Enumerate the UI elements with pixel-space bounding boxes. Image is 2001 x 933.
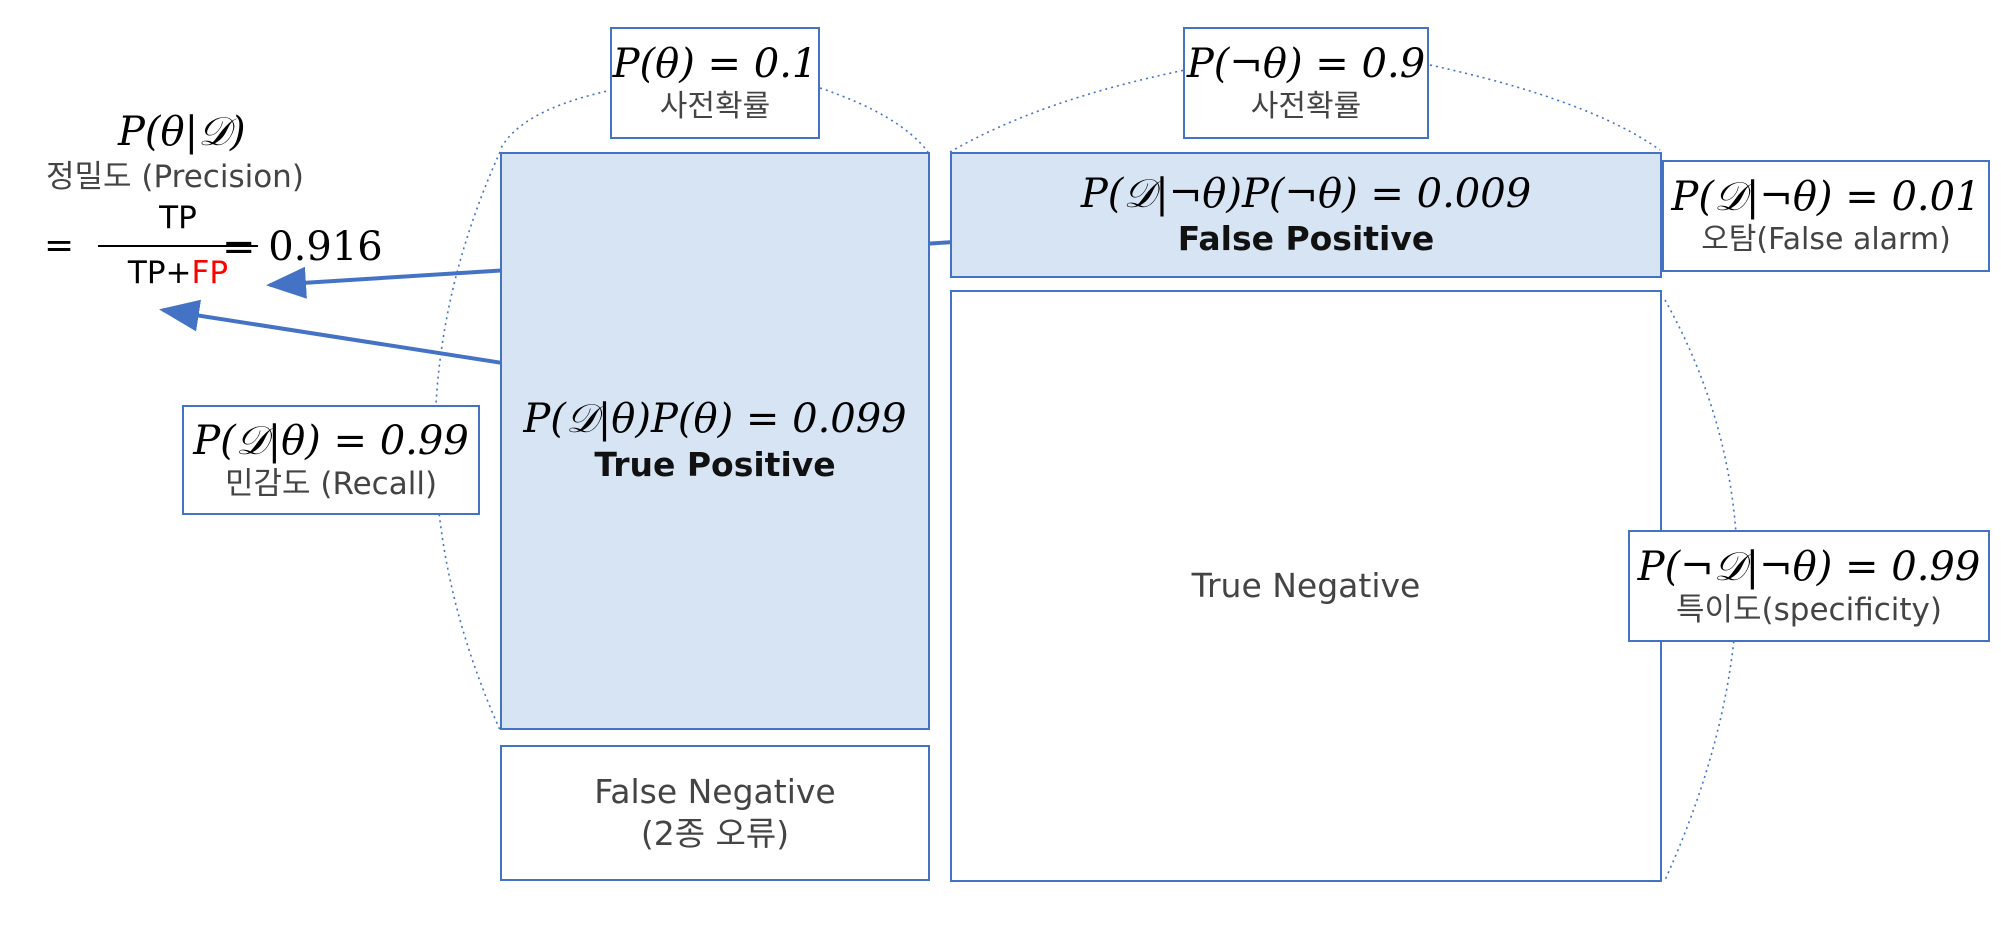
circle-arc-left-upper xyxy=(499,89,613,151)
true-negative-region: True Negative xyxy=(950,290,1662,882)
prior-not-theta-box: P(¬θ) = 0.9 사전확률 xyxy=(1183,27,1429,139)
precision-result: = 0.916 xyxy=(222,224,383,270)
prior-theta-formula: P(θ) = 0.1 xyxy=(612,41,818,87)
false-negative-region: False Negative (2종 오류) xyxy=(500,745,930,881)
fraction-denominator: TP+FP xyxy=(88,253,268,293)
recall-box: P(𝒟|θ) = 0.99 민감도 (Recall) xyxy=(182,405,480,515)
true-negative-label: True Negative xyxy=(1191,566,1421,605)
fraction-bar xyxy=(98,245,258,247)
precision-fraction: TP TP+FP xyxy=(88,198,268,298)
precision-formula: P(θ|𝒟) xyxy=(118,109,246,155)
circle-arc-top-mid xyxy=(949,69,1186,153)
specificity-label: 특이도(specificity) xyxy=(1676,592,1942,628)
circle-arc-top-right xyxy=(1429,64,1661,151)
fraction-numerator: TP xyxy=(159,200,197,236)
specificity-box: P(¬𝒟|¬θ) = 0.99 특이도(specificity) xyxy=(1628,530,1990,642)
denominator-tp: TP+ xyxy=(127,255,192,291)
false-alarm-label: 오탐(False alarm) xyxy=(1701,222,1951,257)
true-positive-formula: P(𝒟|θ)P(θ) = 0.099 xyxy=(523,396,907,442)
false-negative-label: False Negative xyxy=(594,772,836,811)
false-positive-formula: P(𝒟|¬θ)P(¬θ) = 0.009 xyxy=(1080,171,1532,217)
false-positive-label: False Positive xyxy=(1177,219,1435,258)
prior-theta-box: P(θ) = 0.1 사전확률 xyxy=(610,27,820,139)
circle-arc-top-left xyxy=(819,87,929,153)
recall-formula: P(𝒟|θ) = 0.99 xyxy=(193,418,469,464)
true-positive-label: True Positive xyxy=(594,445,836,484)
denominator-fp: FP xyxy=(191,255,229,291)
false-alarm-box: P(𝒟|¬θ) = 0.01 오탐(False alarm) xyxy=(1662,160,1990,272)
prior-not-theta-label: 사전확률 xyxy=(1250,89,1362,124)
true-positive-region: P(𝒟|θ)P(θ) = 0.099 True Positive xyxy=(500,152,930,730)
prior-theta-label: 사전확률 xyxy=(659,89,771,124)
false-negative-sublabel: (2종 오류) xyxy=(640,814,790,853)
false-alarm-formula: P(𝒟|¬θ) = 0.01 xyxy=(1671,174,1981,220)
recall-label: 민감도 (Recall) xyxy=(224,466,438,502)
precision-block: P(θ|𝒟) 정밀도 (Precision) = TP TP+FP = 0.91… xyxy=(40,108,400,308)
precision-equals: = xyxy=(44,225,75,266)
precision-label: 정밀도 (Precision) xyxy=(46,159,304,195)
false-positive-region: P(𝒟|¬θ)P(¬θ) = 0.009 False Positive xyxy=(950,152,1662,278)
prior-not-theta-formula: P(¬θ) = 0.9 xyxy=(1186,41,1426,87)
specificity-formula: P(¬𝒟|¬θ) = 0.99 xyxy=(1637,544,1981,590)
